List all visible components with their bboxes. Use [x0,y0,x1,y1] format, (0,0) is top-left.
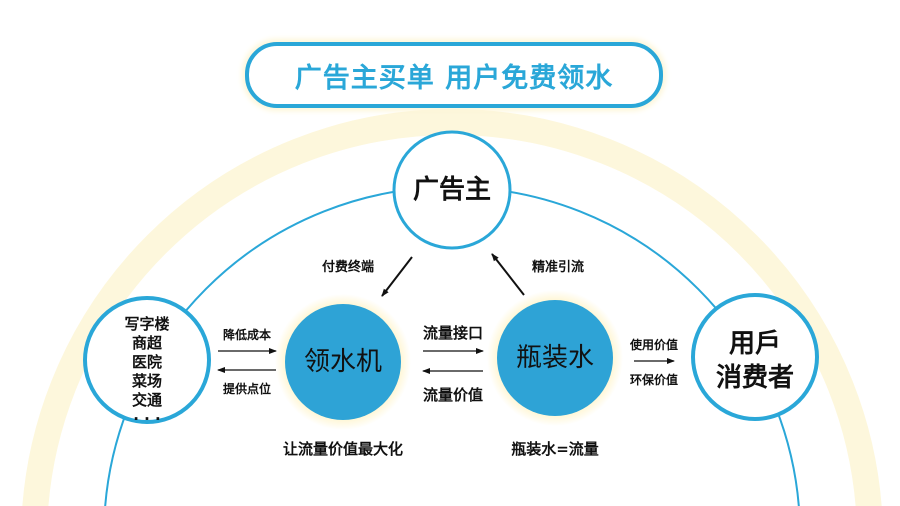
bottled-water-caption: 瓶装水=流量 [511,440,599,458]
edge-label-use-value: 使用价值 [629,338,678,352]
arrow-advertiser-to-dispenser [381,256,413,297]
consumer-line2: 消费者 [715,363,794,393]
venues-circle [83,296,211,424]
dispenser-caption: 让流量价值最大化 [282,440,403,458]
dispenser-label: 领水机 [303,347,382,377]
advertiser-circle [392,130,512,250]
title-banner: 广告主买单 用户免费领水 [245,42,663,108]
venue-item: 医院 [131,353,162,371]
edge-label-provide-location: 提供点位 [222,382,271,396]
venue-item: · · · [133,410,161,428]
venue-item: 写字楼 [124,315,170,333]
edge-label-traffic-interface: 流量接口 [422,324,483,342]
edge-label-paid-terminal: 付费终端 [321,260,374,275]
venue-item: 商超 [131,334,162,352]
venue-item: 交通 [131,391,162,409]
edge-label-traffic-value: 流量价值 [422,386,483,404]
consumer-line1: 用戶 [728,329,781,359]
edge-label-reduce-cost: 降低成本 [222,328,271,342]
consumer-circle [691,293,819,421]
advertiser-label: 广告主 [412,175,491,205]
bottled-water-circle [497,300,613,416]
edge-label-eco-value: 环保价值 [629,373,678,387]
venue-item: 菜场 [131,372,162,390]
bottled-water-label: 瓶装水 [515,343,594,373]
arrow-water-to-advertiser [491,253,525,296]
page-title: 广告主买单 用户免费领水 [294,62,614,94]
venues-list: 写字楼 商超 医院 菜场 交通 · · · [107,315,187,429]
consumer-label: 用戶 消费者 [705,327,805,395]
edge-label-precise-traffic: 精准引流 [531,260,584,275]
dispenser-circle [285,304,401,420]
outer-glow-arc [22,109,882,506]
